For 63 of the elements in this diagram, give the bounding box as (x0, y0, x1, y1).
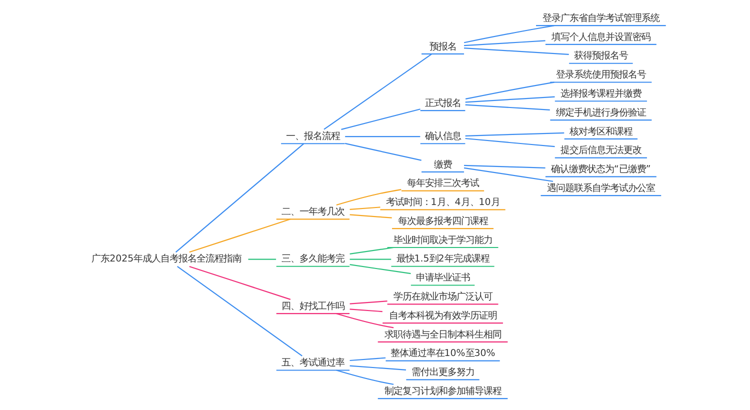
node-text: 缴费 (433, 159, 452, 170)
connector (464, 96, 554, 103)
connector (464, 48, 568, 55)
connector (464, 164, 545, 168)
node-text: 获得预报名号 (573, 50, 628, 62)
connector (349, 258, 391, 260)
connector (336, 370, 394, 385)
node-text: 核对考区和课程 (568, 126, 632, 138)
connector (464, 82, 554, 100)
node-text: 每次最多报考四门课程 (397, 216, 488, 227)
node-text: 需付出更多努力 (410, 367, 474, 378)
node-text: 最快1.5到2年完成课程 (396, 254, 489, 265)
node-text: 登录广东省自学考试管理系统 (542, 12, 659, 24)
connector (188, 266, 290, 300)
node-text: 确认信息 (424, 130, 460, 142)
node-text: 自考本科视为有效学历证明 (388, 310, 496, 322)
node-text: 求职待遇与全日制本科生相同 (384, 329, 501, 340)
node-text: 正式报名 (424, 98, 460, 109)
node-text: 二、一年考几次 (280, 206, 344, 218)
node-text: 考试时间：1月、4月、10月 (385, 197, 500, 208)
connector (463, 25, 554, 44)
connector (174, 143, 304, 253)
connector (340, 108, 420, 130)
connector (349, 365, 406, 370)
connector (463, 167, 553, 182)
node-text: 申请毕业证书 (415, 272, 470, 284)
connector (336, 189, 401, 206)
node-text: 遇问题联系自学考试办公室 (546, 182, 654, 194)
connector (344, 136, 420, 138)
node-text: 一、报名流程 (285, 130, 340, 142)
connector (464, 138, 554, 148)
connector (464, 132, 564, 136)
node-text: 确认缴费状态为“已缴费” (550, 164, 650, 176)
connector (349, 246, 394, 255)
node-text: 选择报考课程并缴费 (560, 88, 641, 100)
connector (323, 54, 432, 130)
connector (349, 206, 380, 210)
node-text: 整体通过率在10%至30% (390, 348, 495, 360)
node-text: 四、好找工作吗 (280, 300, 344, 312)
connector (248, 258, 276, 260)
connector (464, 40, 545, 46)
connector (336, 313, 394, 328)
node-text: 填写个人信息并设置密码 (550, 32, 650, 43)
node-text: 每年安排三次考试 (406, 178, 478, 190)
connector (344, 142, 421, 161)
connector (188, 218, 290, 253)
node-text: 预报名 (428, 41, 456, 52)
connector (349, 214, 392, 218)
node-text: 三、多久能考完 (280, 254, 344, 265)
connector (349, 308, 382, 312)
node-text: 绑定手机进行身份验证 (555, 107, 646, 118)
node-text: 五、考试通过率 (280, 358, 344, 369)
connector (464, 104, 550, 110)
node-text: 登录系统使用预报名号 (555, 70, 646, 81)
node-text: 学历在就业市场广泛认可 (392, 292, 492, 302)
connector (349, 357, 386, 362)
connector (349, 300, 387, 304)
connector (349, 264, 410, 274)
node-text: 提交后信息无法更改 (560, 145, 641, 156)
connector (176, 266, 302, 356)
node-text: 毕业时间取决于学习能力 (392, 234, 492, 246)
node-text: 制定复习计划和参加辅导课程 (384, 386, 501, 397)
node-text: 广东2025年成人自考报名全流程指南 (91, 254, 242, 265)
